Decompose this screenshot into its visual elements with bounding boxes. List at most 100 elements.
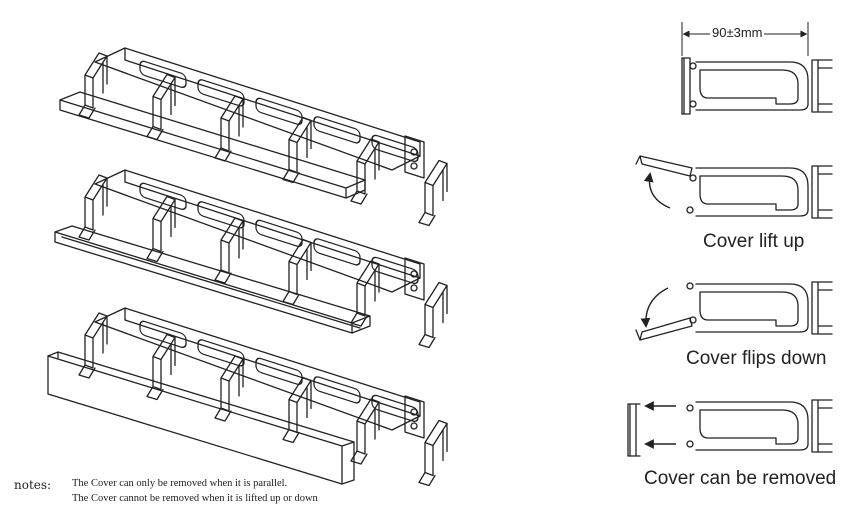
finger-bracket-back: [442, 162, 448, 202]
back-panel: [94, 169, 421, 293]
finger-bracket-back: [102, 177, 108, 216]
hinge: [686, 206, 694, 214]
profile-body-inner: [699, 409, 799, 445]
finger-foot: [146, 385, 164, 401]
panel-slot: [255, 357, 303, 386]
panel-slot: [197, 339, 245, 367]
panel-slot: [139, 60, 187, 89]
finger-bracket-back: [374, 141, 380, 180]
hinge: [686, 282, 694, 290]
finger-foot: [78, 364, 96, 379]
finger-bracket-back: [238, 220, 244, 259]
profile-flips-down: [635, 281, 833, 341]
finger-bracket-back: [238, 98, 244, 137]
profile-back-plate: [811, 399, 833, 453]
front-rail: [54, 225, 371, 334]
front-cover-edge: [59, 99, 366, 199]
finger-bracket: [424, 419, 448, 477]
hinge: [686, 404, 694, 412]
finger-foot: [214, 407, 232, 422]
finger-bracket: [288, 376, 312, 434]
finger-bracket-back: [374, 263, 380, 302]
finger-bracket-back: [102, 315, 108, 354]
mounting-ear: [404, 135, 425, 179]
finger-bracket-back: [170, 336, 176, 376]
hinge: [689, 316, 697, 324]
rotate-arrow-up: [643, 172, 671, 209]
finger-bracket-back: [442, 284, 448, 324]
profile-cover-closed: [681, 57, 691, 115]
panel-slot: [255, 219, 303, 248]
back-panel: [94, 307, 421, 431]
caption-cover-lift-up: Cover lift up: [703, 231, 805, 252]
cable-manager-removed: [47, 307, 448, 487]
hinge: [689, 62, 697, 70]
finger-foot: [78, 226, 96, 241]
front-rail-edge: [54, 231, 371, 334]
finger-foot: [418, 333, 436, 349]
finger-foot: [282, 428, 300, 444]
profile-lift-up: [635, 155, 833, 219]
finger-bracket-back: [170, 76, 176, 116]
finger-bracket-back: [170, 198, 176, 238]
back-panel: [94, 47, 421, 171]
caption-cover-removed: Cover can be removed: [644, 468, 837, 489]
panel-slot: [197, 79, 245, 107]
profile-body-outer: [695, 283, 809, 333]
finger-bracket: [288, 238, 312, 296]
back-panel-edge: [124, 307, 421, 417]
back-panel-edge: [124, 47, 421, 157]
finger-bracket: [152, 73, 176, 131]
panel-slot: [255, 97, 303, 126]
cable-manager-open: [54, 169, 448, 349]
finger-bracket-back: [238, 358, 244, 397]
profile-back-plate: [811, 165, 833, 219]
finger-bracket-back: [102, 55, 108, 94]
finger-bracket: [152, 195, 176, 253]
finger-foot: [350, 190, 368, 205]
hinge: [689, 174, 697, 182]
profile-back-plate: [811, 59, 833, 113]
finger-foot: [418, 211, 436, 227]
mounting-ear: [404, 257, 425, 301]
finger-foot: [146, 247, 164, 263]
finger-bracket-back: [442, 422, 448, 462]
front-cover: [59, 91, 366, 199]
panel-slot: [371, 394, 419, 423]
finger-bracket: [424, 281, 448, 339]
finger-bracket: [424, 159, 448, 217]
notes-line-1: The Cover can only be removed when it is…: [72, 478, 288, 489]
panel-slot: [313, 116, 361, 144]
profile-cover-detached: [627, 403, 641, 457]
finger-bracket-back: [306, 379, 312, 419]
panel-slot: [313, 376, 361, 404]
panel-slot: [139, 182, 187, 211]
caption-cover-flips-down: Cover flips down: [686, 348, 827, 369]
mounting-ear: [404, 395, 425, 439]
back-panel-edge: [124, 169, 421, 279]
finger-foot: [418, 471, 436, 487]
ear-hole: [410, 422, 418, 430]
finger-bracket: [288, 116, 312, 174]
profile-body-inner: [699, 291, 799, 327]
finger-bracket: [220, 95, 244, 152]
finger-bracket: [220, 217, 244, 274]
finger-foot: [214, 269, 232, 284]
profile-body-outer: [695, 401, 809, 451]
finger-bracket-back: [374, 401, 380, 440]
cable-manager-closed: [59, 47, 448, 227]
finger-bracket: [356, 260, 380, 317]
panel-slot: [371, 256, 419, 285]
notes-line-2: The Cover cannot be removed when it is l…: [72, 493, 318, 504]
panel-slot: [197, 201, 245, 229]
dimension-label: 90±3mm: [710, 25, 765, 40]
ear-hole: [410, 148, 418, 156]
profile-body-inner: [699, 69, 799, 105]
finger-bracket-back: [306, 119, 312, 159]
profile-back-plate: [811, 281, 833, 335]
rotate-arrow-down: [640, 287, 669, 328]
profile-cover-lifted: [635, 155, 693, 177]
finger-foot: [350, 312, 368, 327]
